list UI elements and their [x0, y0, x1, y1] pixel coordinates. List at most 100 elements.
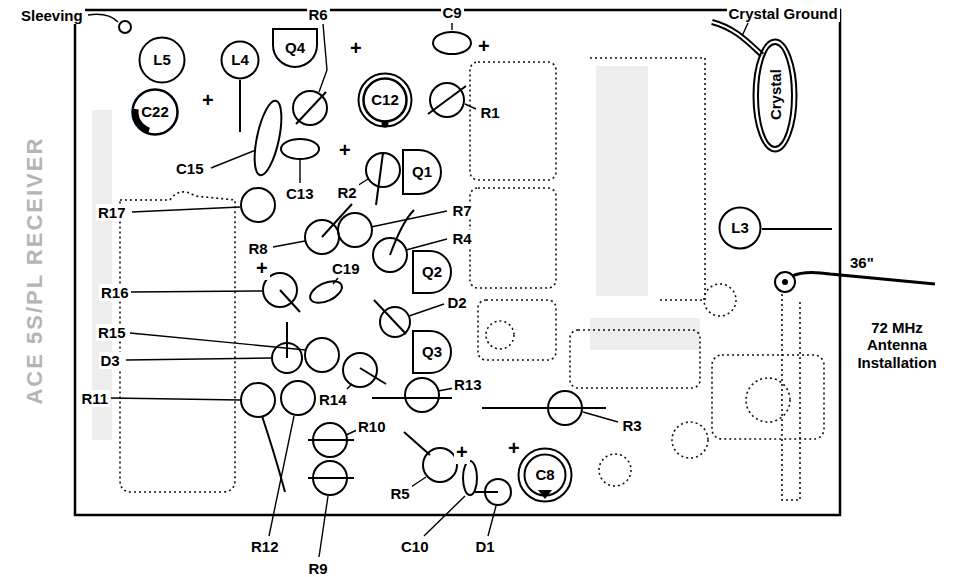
- leader-line: [742, 23, 748, 36]
- crystal-inner: [758, 44, 792, 147]
- leader-line: [130, 333, 306, 350]
- component-lead: [240, 80, 832, 492]
- leader-line: [371, 211, 447, 227]
- electrolytic-capacitor: C12: [357, 72, 413, 128]
- callout-label: R4: [451, 230, 474, 247]
- component-outline: [241, 383, 275, 417]
- component-lead: [372, 397, 452, 399]
- component-outline: [305, 338, 339, 372]
- antenna-wire: [775, 272, 935, 292]
- trace-outline: [478, 300, 556, 360]
- component-outline: [338, 213, 372, 247]
- leader-line: [132, 207, 240, 212]
- callout-label: R12: [249, 538, 281, 555]
- component-lead: [280, 290, 300, 312]
- component-lead: [404, 432, 430, 455]
- component-lead: [374, 300, 406, 334]
- node-text-group: Crystal: [766, 70, 783, 121]
- trace-outline: [590, 58, 705, 300]
- node-text-group: Q4: [285, 39, 305, 56]
- leader-line: [126, 358, 271, 360]
- component-lead: [308, 477, 354, 479]
- coil-outline: [222, 42, 259, 79]
- component-outline: [119, 21, 131, 33]
- callout-label: R15: [96, 324, 128, 341]
- callout-label: Sleeving: [19, 7, 85, 24]
- inductor-coil: L4: [220, 40, 260, 80]
- capacitor-body: [249, 99, 286, 178]
- capacitor-body: [249, 32, 477, 495]
- component-label: C8: [535, 466, 554, 483]
- component-outline: [241, 188, 275, 222]
- trace-outline: [470, 62, 556, 180]
- trace-outline: [746, 378, 790, 422]
- crystal-case: [754, 39, 797, 151]
- capacitor-outline: [519, 449, 572, 502]
- leader-line: [88, 14, 748, 557]
- trace-outline: [120, 58, 824, 500]
- callout-label: R17: [96, 204, 128, 221]
- crystal-ground-wire: [712, 22, 762, 55]
- callout-label: R5: [389, 485, 412, 502]
- leader-line: [269, 416, 294, 536]
- component-lead: [474, 491, 498, 493]
- callout-label: R1: [479, 104, 502, 121]
- component-label: Q4: [285, 39, 305, 56]
- callout-label: C9: [441, 4, 464, 21]
- trace-outline: [599, 454, 631, 486]
- node-text-group: C12: [371, 91, 399, 108]
- node-text-group: Q2: [422, 263, 442, 280]
- leader-line: [583, 412, 618, 422]
- node-text-group: Q3: [422, 343, 442, 360]
- callout-label: R3: [621, 417, 644, 434]
- bleed-through-trace: [590, 318, 700, 350]
- leader-line: [409, 304, 444, 316]
- component-outline: [119, 21, 582, 505]
- polarity-mark: +: [454, 441, 470, 464]
- callout-label: R6: [307, 6, 330, 23]
- leader-line: [424, 496, 465, 536]
- leader-line: [465, 104, 476, 109]
- electrolytic-capacitor: C8: [517, 447, 573, 503]
- electrolytic-capacitor: C22: [131, 88, 179, 136]
- bleed-through-trace: [92, 66, 700, 440]
- leader-line: [319, 496, 328, 557]
- leader-line: [273, 241, 305, 247]
- crystal-ground-wire: [712, 22, 762, 55]
- transistor-outline: Q4: [272, 28, 318, 68]
- polarity-mark: +: [200, 89, 216, 112]
- polarity-triangle: [538, 490, 552, 499]
- capacitor-body: [463, 461, 477, 495]
- transistor-outline: Q2: [412, 250, 452, 294]
- callout-label: R2: [336, 184, 359, 201]
- component-outline: [343, 353, 377, 387]
- polarity-mark: +: [254, 257, 270, 280]
- node-shape: [403, 150, 441, 194]
- transistor-body: [413, 331, 451, 373]
- dimension-label: 36": [848, 254, 876, 271]
- capacitor-outline: [133, 90, 178, 135]
- callout-label: C13: [284, 185, 316, 202]
- leader-line: [411, 477, 426, 487]
- node-shape: [359, 74, 412, 127]
- callout-label: R13: [452, 376, 484, 393]
- node-shape: [413, 251, 451, 293]
- leader-line: [333, 278, 338, 284]
- leader-line: [131, 291, 262, 292]
- trace-outline: [782, 294, 800, 500]
- leader-line: [451, 23, 452, 30]
- node-text-group: L4: [231, 51, 249, 68]
- polarity-mark: +: [337, 139, 353, 162]
- node-text-group: Q1: [412, 163, 432, 180]
- component-lead: [308, 439, 354, 441]
- component-label: Q3: [422, 343, 442, 360]
- callout-label: D2: [446, 294, 469, 311]
- component-lead: [262, 416, 285, 492]
- component-label: C12: [371, 91, 399, 108]
- component-lead: [482, 407, 606, 409]
- leader-line: [299, 160, 300, 183]
- capacitor-outline: [359, 74, 412, 127]
- node-shape: [519, 449, 572, 502]
